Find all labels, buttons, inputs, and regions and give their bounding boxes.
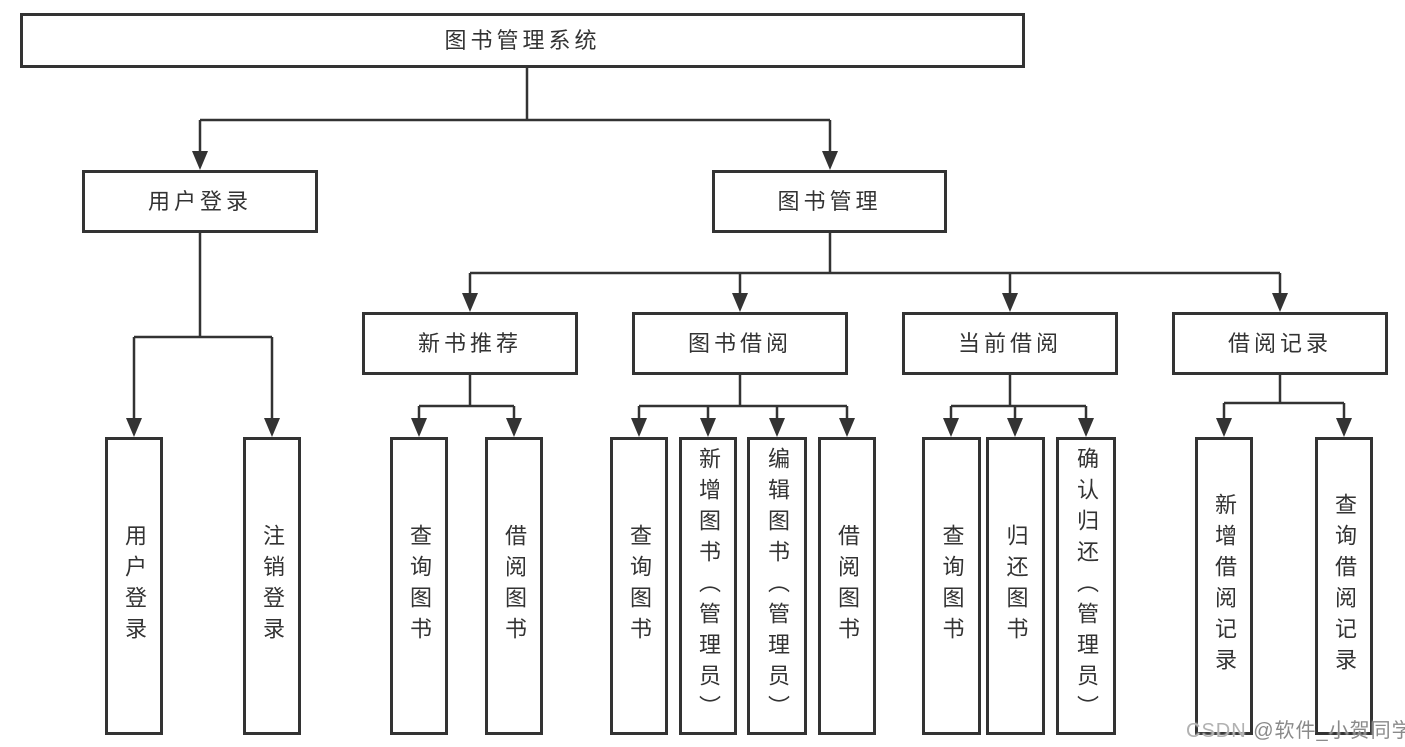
node-new-book-recommend-label: 新书推荐 [417, 330, 522, 356]
node-borrow-records: 借阅记录 [1172, 312, 1388, 375]
node-leaf-user-login-label: 用户登录 [122, 524, 147, 648]
node-leaf-confirm-return-admin: 确认归还（管理员） [1056, 437, 1116, 735]
node-leaf-confirm-return-admin-label: 确认归还（管理员） [1074, 446, 1099, 726]
node-leaf-query-books-recommend: 查询图书 [390, 437, 448, 735]
node-leaf-user-login: 用户登录 [105, 437, 163, 735]
node-library-system: 图书管理系统 [20, 13, 1025, 68]
node-leaf-logout-label: 注销登录 [260, 524, 285, 648]
node-leaf-add-borrow-record: 新增借阅记录 [1195, 437, 1253, 735]
connector-new-book-children [417, 375, 516, 421]
node-leaf-borrow-books-recommend: 借阅图书 [485, 437, 543, 735]
node-leaf-logout: 注销登录 [243, 437, 301, 735]
node-book-borrow-label: 图书借阅 [687, 330, 792, 356]
connector-book-management-children [468, 233, 1282, 297]
node-book-management: 图书管理 [712, 170, 947, 233]
connector-current-borrow-children [949, 375, 1088, 421]
node-book-management-label: 图书管理 [777, 188, 882, 214]
node-leaf-query-books-current-label: 查询图书 [939, 524, 965, 648]
node-leaf-add-book-admin: 新增图书（管理员） [679, 437, 737, 735]
node-leaf-return-book-label: 归还图书 [1003, 524, 1029, 648]
node-book-borrow: 图书借阅 [632, 312, 848, 375]
connector-book-borrow-children [637, 375, 849, 421]
node-current-borrow: 当前借阅 [902, 312, 1118, 375]
connector-borrow-records-children [1222, 375, 1346, 421]
watermark-author: @软件_小贺同学 [1253, 720, 1405, 742]
node-library-system-label: 图书管理系统 [444, 27, 601, 53]
node-leaf-add-borrow-record-label: 新增借阅记录 [1212, 493, 1237, 679]
node-leaf-query-books-current: 查询图书 [922, 437, 981, 735]
node-user-login: 用户登录 [82, 170, 318, 233]
node-leaf-edit-book-admin-label: 编辑图书（管理员） [765, 446, 790, 726]
node-leaf-return-book: 归还图书 [986, 437, 1045, 735]
connector-root-to-level2 [198, 68, 832, 153]
node-user-login-label: 用户登录 [147, 188, 252, 214]
node-leaf-query-books-borrow: 查询图书 [610, 437, 668, 735]
connector-lines [132, 68, 1346, 421]
node-leaf-borrow-books-recommend-label: 借阅图书 [502, 524, 527, 648]
node-leaf-query-borrow-record-label: 查询借阅记录 [1332, 493, 1357, 679]
node-leaf-borrow-books-label: 借阅图书 [835, 524, 860, 648]
node-leaf-add-book-admin-label: 新增图书（管理员） [696, 446, 721, 726]
node-leaf-query-borrow-record: 查询借阅记录 [1315, 437, 1373, 735]
node-borrow-records-label: 借阅记录 [1227, 330, 1332, 356]
node-leaf-borrow-books: 借阅图书 [818, 437, 876, 735]
node-leaf-query-books-borrow-label: 查询图书 [627, 524, 652, 648]
node-new-book-recommend: 新书推荐 [362, 312, 578, 375]
node-leaf-query-books-recommend-label: 查询图书 [407, 524, 432, 648]
watermark-prefix: CSDN [1186, 720, 1254, 742]
watermark: CSDN @软件_小贺同学 [1186, 714, 1405, 743]
arrowheads [126, 151, 1352, 437]
node-current-borrow-label: 当前借阅 [957, 330, 1062, 356]
connector-user-login-children [132, 233, 274, 421]
node-leaf-edit-book-admin: 编辑图书（管理员） [747, 437, 807, 735]
